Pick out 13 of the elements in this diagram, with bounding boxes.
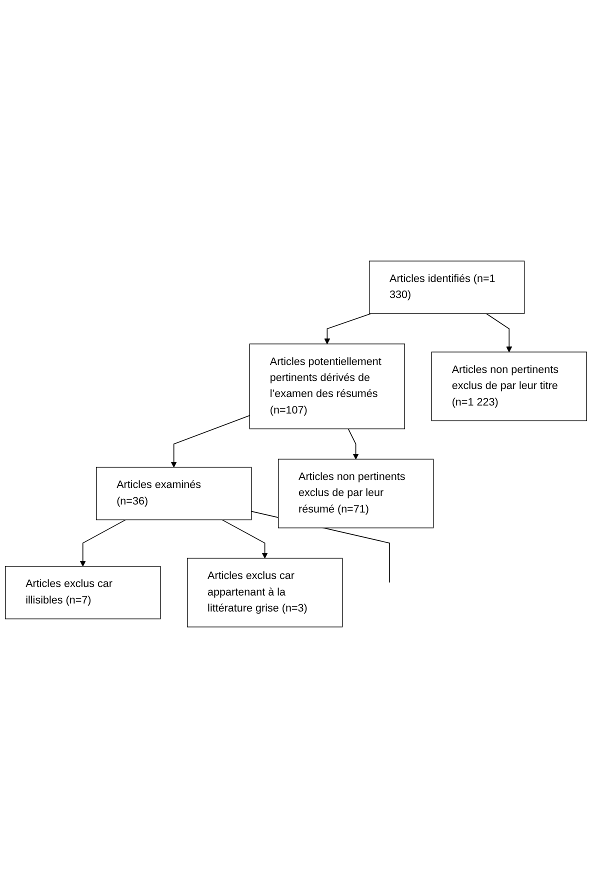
arrow <box>80 519 126 567</box>
arrow <box>348 428 359 460</box>
node-box <box>249 344 405 430</box>
node-box <box>368 260 525 314</box>
node-box <box>278 458 434 528</box>
arrow <box>222 519 268 558</box>
node-box <box>187 558 343 628</box>
node-box <box>5 566 161 620</box>
node-box <box>96 466 252 520</box>
node-box <box>431 352 587 422</box>
arrow <box>324 313 372 344</box>
arrow <box>486 313 512 352</box>
arrow <box>170 415 250 468</box>
